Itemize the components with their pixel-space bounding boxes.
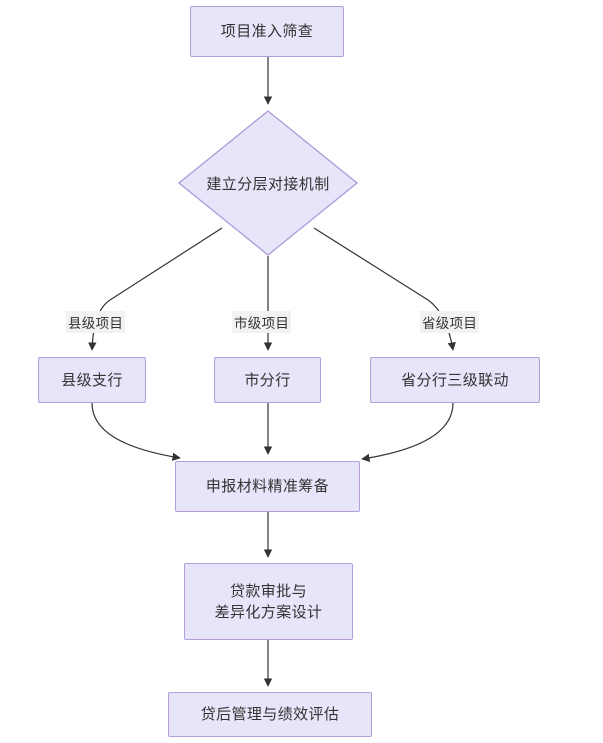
node-project-entry-screening[interactable]: 项目准入筛查 xyxy=(190,6,344,57)
edge-label-city-project: 市级项目 xyxy=(232,311,292,333)
node-label: 贷后管理与绩效评估 xyxy=(200,706,340,723)
node-label: 县级支行 xyxy=(61,371,123,389)
node-label: 建立分层对接机制 xyxy=(206,175,330,193)
node-post-loan-management-and-performance-evaluation[interactable]: 贷后管理与绩效评估 xyxy=(168,692,372,737)
node-label: 项目准入筛查 xyxy=(220,23,314,40)
edge-label-provincial-project: 省级项目 xyxy=(420,311,480,333)
node-establish-tiered-docking-mechanism[interactable]: 建立分层对接机制 xyxy=(178,110,358,256)
node-loan-approval-and-differentiated-plan-design[interactable]: 贷款审批与 差异化方案设计 xyxy=(184,563,353,640)
node-city-branch[interactable]: 市分行 xyxy=(214,357,321,403)
edge-n3-n6 xyxy=(91,402,181,461)
node-county-branch[interactable]: 县级支行 xyxy=(38,357,146,403)
node-provincial-branch-three-tier-linkage[interactable]: 省分行三级联动 xyxy=(370,357,540,403)
node-label: 省分行三级联动 xyxy=(401,371,509,389)
node-application-material-preparation[interactable]: 申报材料精准筹备 xyxy=(175,461,360,512)
node-label: 市分行 xyxy=(244,371,291,389)
diamond-shape-icon xyxy=(178,110,358,256)
edge-label-county-project: 县级项目 xyxy=(66,311,126,333)
edge-n5-n6 xyxy=(361,402,454,462)
node-label: 申报材料精准筹备 xyxy=(205,478,330,495)
node-label: 贷款审批与 差异化方案设计 xyxy=(214,582,323,621)
